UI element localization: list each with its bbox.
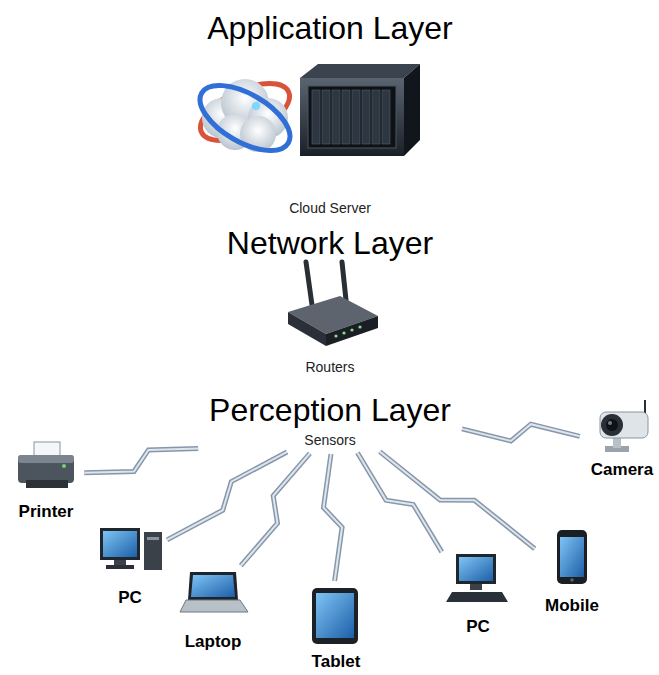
- device-node: Mobile: [539, 528, 605, 616]
- layer-heading: Application Layer: [207, 10, 452, 47]
- device-label: Printer: [19, 502, 74, 522]
- layer-heading: Network Layer: [227, 225, 433, 262]
- device-label: Laptop: [185, 632, 242, 652]
- wireless-link-outline: [323, 454, 342, 581]
- device-node: Printer: [13, 440, 80, 522]
- device-node: PC: [445, 552, 511, 637]
- layer-caption: Routers: [305, 359, 354, 376]
- layer-caption: Cloud Server: [289, 200, 371, 217]
- pc-icon: [446, 554, 508, 602]
- wireless-link-outline: [462, 424, 580, 441]
- device-label: PC: [466, 617, 490, 637]
- wireless-link: [462, 424, 580, 441]
- camera-icon: [600, 400, 648, 452]
- wireless-link: [84, 449, 198, 473]
- wireless-link: [241, 453, 310, 565]
- layer-heading: Perception Layer: [209, 392, 451, 429]
- device-node: Laptop: [179, 570, 248, 652]
- wireless-link-outline: [380, 452, 535, 549]
- device-label: Mobile: [545, 596, 599, 616]
- layer-group: Network LayerRouters: [221, 225, 439, 376]
- device-label: Camera: [591, 460, 653, 480]
- wireless-link: [167, 452, 287, 540]
- laptop-icon: [180, 572, 248, 612]
- wireless-link: [380, 452, 535, 549]
- pc-icon: [100, 528, 162, 570]
- device-label: Tablet: [312, 652, 361, 672]
- layer-group: Application LayerCloud Server: [201, 10, 458, 217]
- wireless-link-outline: [84, 449, 198, 473]
- server-icon: [300, 64, 420, 156]
- device-node: PC: [97, 526, 163, 608]
- device-label: PC: [118, 588, 142, 608]
- layer-group: Perception LayerSensors: [203, 392, 457, 449]
- wireless-link: [323, 454, 342, 581]
- device-node: Tablet: [303, 586, 369, 672]
- device-node: Camera: [585, 398, 659, 480]
- cloud-icon: [190, 72, 301, 164]
- layer-caption: Sensors: [304, 432, 355, 449]
- printer-icon: [18, 442, 74, 488]
- router-icon: [288, 262, 378, 346]
- mobile-icon: [557, 530, 587, 584]
- wireless-link-outline: [167, 452, 287, 540]
- tablet-icon: [312, 588, 358, 644]
